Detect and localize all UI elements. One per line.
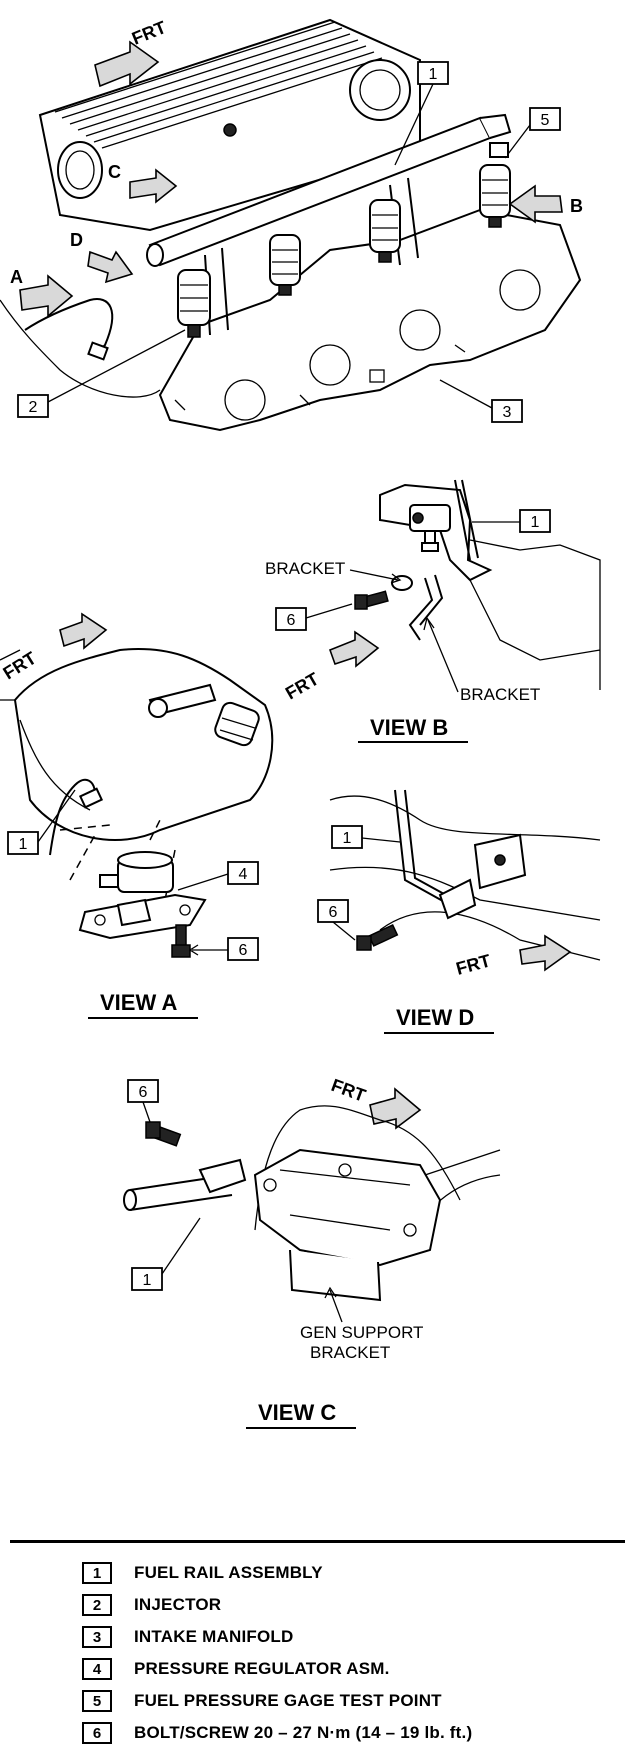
callout-view-d-1: 1 (331, 825, 401, 849)
legend-number-box: 6 (82, 1722, 112, 1744)
svg-text:5: 5 (541, 112, 550, 129)
frt-label-view-a: FRT (0, 648, 40, 684)
callout-view-b-6: 6 (275, 603, 353, 631)
legend-text: FUEL RAIL ASSEMBLY (134, 1563, 323, 1582)
svg-text:4: 4 (239, 866, 248, 883)
legend-number-box: 4 (82, 1658, 112, 1680)
injector-4 (479, 164, 511, 228)
injectors (177, 164, 511, 338)
view-arrow-a: A (10, 267, 74, 318)
callout-view-c-1: 1 (131, 1217, 201, 1291)
legend-number-box: 1 (82, 1562, 112, 1584)
frt-label-view-b: FRT (282, 669, 322, 704)
view-arrow-b: B (508, 184, 583, 224)
svg-text:1: 1 (19, 836, 28, 853)
view-arrow-d: D (70, 230, 134, 284)
legend-text: PRESSURE REGULATOR ASM. (134, 1659, 390, 1678)
label-bracket-lower: BRACKET (460, 685, 540, 704)
callout-view-b-1: 1 (472, 509, 551, 533)
pressure-regulator (78, 851, 207, 940)
svg-text:6: 6 (139, 1084, 148, 1101)
svg-text:3: 3 (503, 404, 512, 421)
legend-number-box: 5 (82, 1690, 112, 1712)
parts-legend: 1 FUEL RAIL ASSEMBLY 2 INJECTOR 3 INTAKE… (0, 1540, 640, 1760)
frt-label-view-c: FRT (329, 1075, 369, 1106)
view-a: FRT (0, 612, 274, 1019)
view-letter-b: B (570, 196, 583, 216)
legend-item: 2 INJECTOR (82, 1592, 221, 1618)
frt-arrow-view-b: FRT (282, 630, 380, 704)
gen-support-bracket (253, 1148, 442, 1302)
legend-divider (10, 1540, 625, 1543)
bolt-view-c (145, 1121, 182, 1147)
svg-text:6: 6 (329, 904, 338, 921)
callout-main-2: 2 (17, 329, 186, 418)
legend-text: FUEL PRESSURE GAGE TEST POINT (134, 1691, 442, 1710)
callout-view-a-4: 4 (177, 861, 259, 891)
view-d: FRT 1 6 VIEW D (317, 789, 601, 1034)
injector-2 (269, 234, 301, 296)
view-c-title: VIEW C (258, 1400, 336, 1425)
label-gen-support-line2: BRACKET (310, 1343, 390, 1362)
svg-text:1: 1 (143, 1272, 152, 1289)
svg-text:6: 6 (287, 612, 296, 629)
callout-main-3: 3 (439, 379, 523, 423)
fuel-line (24, 298, 114, 356)
main-assembly-view: FRT (0, 17, 583, 432)
injector-1 (177, 269, 211, 338)
cylinder-head (38, 18, 421, 232)
view-arrow-c: C (108, 162, 178, 204)
frt-label-view-d: FRT (454, 950, 493, 978)
view-letter-c: C (108, 162, 121, 182)
view-b-title: VIEW B (370, 715, 448, 740)
legend-item: 1 FUEL RAIL ASSEMBLY (82, 1560, 323, 1586)
frt-arrow-view-c: FRT (329, 1075, 422, 1130)
svg-text:1: 1 (531, 514, 540, 531)
callout-main-1: 1 (394, 61, 449, 166)
bolt-view-a (171, 924, 191, 958)
callout-view-a-6: 6 (188, 937, 259, 961)
intake-manifold (158, 208, 582, 432)
legend-number-box: 2 (82, 1594, 112, 1616)
view-d-title: VIEW D (396, 1005, 474, 1030)
legend-item: 5 FUEL PRESSURE GAGE TEST POINT (82, 1688, 442, 1714)
frt-arrow-view-d: FRT (454, 934, 572, 979)
bolt-view-b (354, 590, 389, 610)
callout-view-d-6: 6 (317, 899, 356, 941)
callout-view-c-6: 6 (127, 1079, 159, 1123)
legend-text: BOLT/SCREW 20 – 27 N·m (14 – 19 lb. ft.) (134, 1723, 473, 1742)
label-bracket-upper: BRACKET (265, 559, 345, 578)
legend-item: 6 BOLT/SCREW 20 – 27 N·m (14 – 19 lb. ft… (82, 1720, 472, 1746)
svg-text:1: 1 (429, 66, 438, 83)
label-gen-support-line1: GEN SUPPORT (300, 1323, 423, 1342)
diagram-canvas: FRT (0, 17, 601, 1429)
view-c: FRT 6 1 GE (123, 1075, 501, 1429)
callout-main-5: 5 (489, 107, 561, 159)
view-letter-a: A (10, 267, 23, 287)
legend-text: INJECTOR (134, 1595, 222, 1614)
legend-text: INTAKE MANIFOLD (134, 1627, 294, 1646)
svg-text:1: 1 (343, 830, 352, 847)
bolt-view-d (356, 923, 399, 951)
view-a-title: VIEW A (100, 990, 178, 1015)
view-letter-d: D (70, 230, 83, 250)
injector-3 (369, 199, 401, 263)
legend-item: 4 PRESSURE REGULATOR ASM. (82, 1656, 390, 1682)
svg-text:6: 6 (239, 942, 248, 959)
svg-text:2: 2 (29, 399, 38, 416)
view-b: BRACKET BRACKET FRT 1 6 VIEW B (265, 479, 601, 743)
frt-label-main: FRT (129, 17, 169, 49)
callout-view-a-1: 1 (7, 789, 76, 855)
legend-item: 3 INTAKE MANIFOLD (82, 1624, 293, 1650)
legend-number-box: 3 (82, 1626, 112, 1648)
